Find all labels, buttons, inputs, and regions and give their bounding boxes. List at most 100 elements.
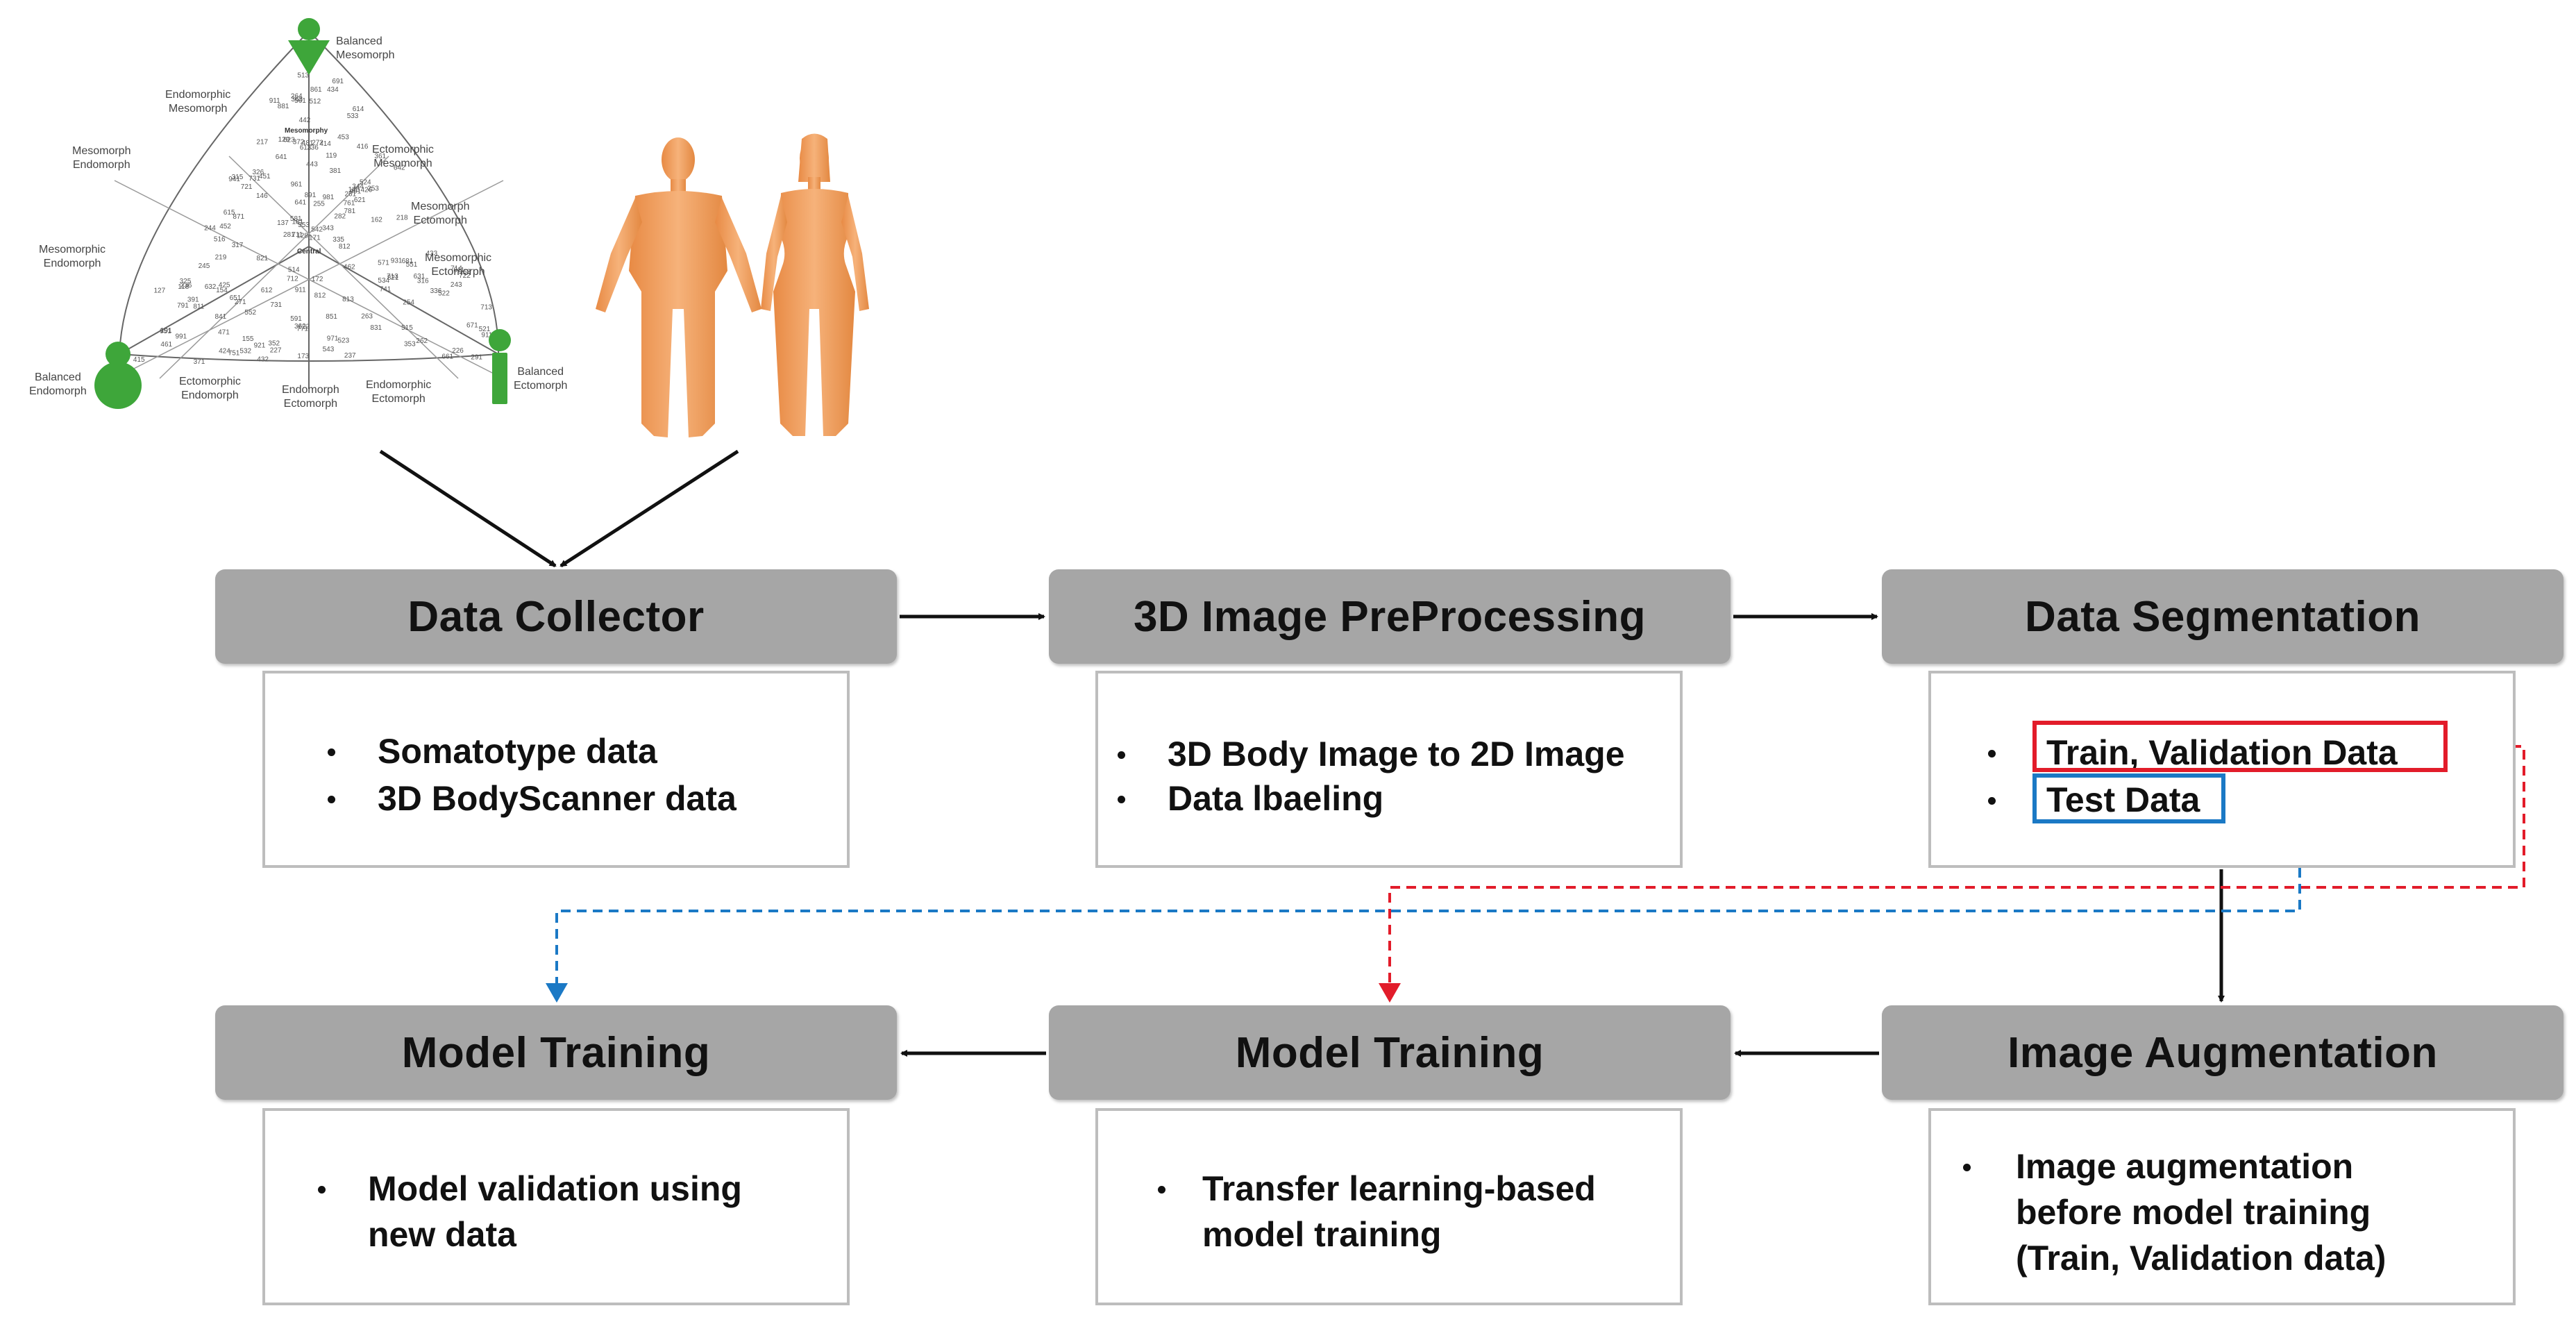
somatotype-rating: 414: [319, 140, 331, 148]
somatotype-rating: 551: [406, 261, 418, 269]
somatotype-rating: 611: [453, 267, 464, 274]
somatotype-rating: 891: [305, 192, 317, 199]
somatotype-rating: 821: [387, 274, 399, 282]
somatotype-rating: 871: [233, 213, 244, 221]
somatotype-rating: 245: [199, 262, 210, 270]
preprocessing-header: 3D Image PreProcessing: [1049, 569, 1731, 664]
augmentation-bullet-line-3: (Train, Validation data): [2016, 1239, 2386, 1278]
segmentation-bullet-test: Test Data: [2046, 780, 2200, 819]
somatotype-rating: 861: [310, 86, 322, 94]
somatotype-rating: 851: [326, 313, 337, 321]
somatotype-rating: 434: [327, 86, 339, 94]
somatotype-rating: 363: [291, 96, 303, 103]
somatotype-rating: 641: [294, 199, 306, 207]
somatotype-rating: 471: [218, 328, 230, 336]
augmentation-bullet-line-1: Image augmentation: [2016, 1147, 2354, 1186]
somatotype-rating: 632: [205, 283, 217, 291]
somatotype-rating: 282: [334, 213, 346, 221]
somatotype-rating: 162: [371, 217, 382, 224]
somatotype-rating: 391: [187, 296, 199, 304]
model-validation-header: Model Training: [215, 1005, 897, 1100]
somatotype-rating: 237: [344, 352, 356, 360]
somatotype-rating: 771: [296, 325, 308, 333]
somatotype-rating: 523: [338, 337, 350, 345]
somatotype-rating: 281: [283, 231, 295, 239]
bullet-dot: [1118, 796, 1125, 803]
somatotype-rating: 524: [360, 179, 371, 187]
somatotype-rating: 481: [302, 140, 314, 147]
somatotype-rating: 129: [278, 136, 290, 144]
somatotype-rating: 951: [160, 328, 171, 335]
somatotype-rating: 521: [479, 326, 491, 333]
somatotype-rating: 561: [294, 97, 306, 105]
somatochart: 1711811912612712722822912813613713723813…: [114, 30, 504, 389]
somatotype-rating: 236: [180, 282, 192, 290]
somatotype-rating: 217: [256, 138, 268, 146]
model-validation-box: Model validation using new data: [262, 1108, 850, 1305]
bullet-dot: [328, 796, 335, 803]
data-collector-title: Data Collector: [407, 592, 705, 641]
somatotype-rating: 371: [194, 358, 205, 366]
somatotype-rating: 711: [292, 231, 303, 239]
train-path-arrowhead-icon: [1379, 983, 1401, 1003]
somatotype-rating: 253: [367, 185, 379, 192]
bullet-dot: [318, 1186, 326, 1194]
train-data-highlight: [2032, 721, 2448, 772]
label-mesomorphy: Mesomorphy: [285, 127, 328, 135]
somatotype-rating: 761: [344, 199, 355, 207]
somatotype-rating: 361: [374, 153, 386, 160]
somatotype-rating: 614: [353, 106, 364, 113]
somatotype-rating: 432: [257, 356, 269, 364]
somatotype-rating: 553: [298, 221, 310, 229]
somatotype-rating: 344: [352, 183, 364, 190]
somatotype-rating: 813: [342, 296, 354, 303]
somatotype-rating: 272: [312, 140, 323, 147]
somatotype-rating: 352: [268, 340, 280, 347]
somatotype-rating: 451: [259, 173, 271, 181]
somatotype-rating: 941: [228, 176, 240, 183]
somatotype-rating: 533: [347, 112, 359, 120]
balanced-mesomorph-marker-icon: [288, 18, 330, 75]
somatotype-rating: 291: [471, 353, 482, 361]
somatotype-rating: 424: [219, 348, 230, 355]
somatotype-rating: 911: [295, 286, 306, 294]
model-validation-bullet-line-1: Model validation using: [368, 1169, 742, 1208]
somatotype-rating: 416: [357, 143, 369, 151]
model-training-bullet-line-2: model training: [1202, 1215, 1442, 1254]
somatotype-rating: 532: [239, 348, 251, 355]
somatotype-rating: 831: [370, 324, 382, 332]
somatotype-rating: 315: [232, 174, 244, 181]
somatotype-rating: 571: [378, 260, 389, 267]
somatotype-rating: 552: [244, 309, 256, 317]
somatotype-rating: 543: [323, 346, 335, 353]
somatotype-rating: 452: [219, 223, 231, 231]
somatotype-rating: 336: [430, 287, 442, 295]
data-collector-bullet-1: Somatotype data: [378, 732, 657, 771]
somatotype-rating: 642: [394, 164, 405, 171]
somatotype-rating: 713: [387, 273, 398, 281]
arrow-somatochart-to-collector: [379, 449, 557, 568]
model-training-title-left: Model Training: [401, 1028, 711, 1077]
somatotype-rating: 219: [215, 254, 227, 262]
somatotype-rating: 621: [354, 196, 366, 204]
somatotype-rating: 713: [480, 304, 492, 312]
model-training-box: Transfer learning-based model training: [1095, 1108, 1683, 1305]
somatotype-rating: 522: [438, 290, 450, 297]
test-path-arrowhead-icon: [546, 983, 568, 1003]
somatotype-rating: 146: [256, 192, 268, 200]
male-body-model-icon: [596, 137, 761, 437]
somatotype-rating: 741: [380, 286, 392, 294]
somatotype-rating: 911: [269, 97, 280, 105]
somatotype-rating: 227: [270, 346, 282, 354]
somatotype-rating: 712: [287, 275, 298, 283]
balanced-ectomorph-marker-icon: [489, 329, 511, 404]
somatotype-rating: 243: [451, 281, 462, 289]
